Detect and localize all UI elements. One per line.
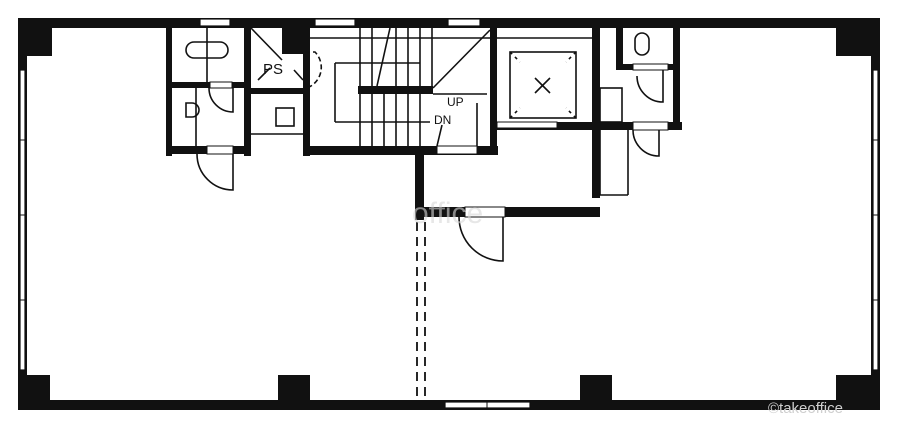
toilet-icon <box>185 102 200 118</box>
stair-down-label: DN <box>434 113 451 127</box>
door-swing-icon <box>196 153 234 191</box>
pipe-space-label: PS <box>263 61 283 78</box>
window-mullions <box>20 139 878 408</box>
partition-dashed-line <box>416 222 426 400</box>
watermark: office <box>412 197 483 230</box>
stair-up-label: UP <box>447 95 464 109</box>
door-swing-icon <box>636 70 664 103</box>
stair-treads <box>359 28 433 146</box>
door-swing-icon <box>458 216 504 262</box>
shaft-icon <box>275 107 295 127</box>
door-openings <box>206 63 669 218</box>
door-swing-icon <box>208 87 234 113</box>
toilet-icon <box>634 32 650 56</box>
elevator-icon <box>509 51 577 119</box>
core-walls <box>166 18 682 220</box>
columns <box>18 18 880 410</box>
copyright-text: ©takeoffice <box>768 400 843 417</box>
door-swing-icon <box>632 129 660 157</box>
fixtures <box>185 27 664 262</box>
